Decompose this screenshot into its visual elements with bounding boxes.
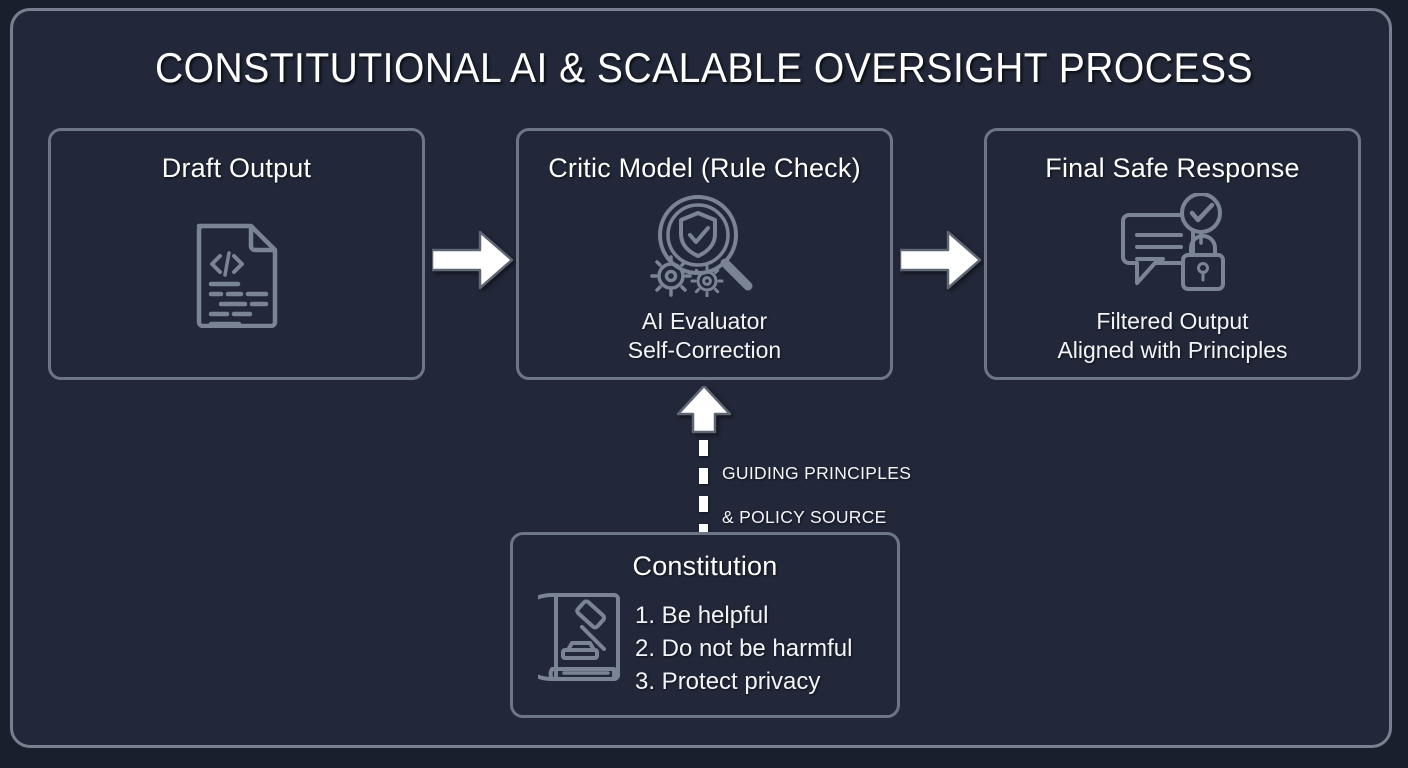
connector-label-guiding-principles: GUIDING PRINCIPLES & POLICY SOURCE [722, 440, 911, 550]
list-item: 2. Do not be harmful [635, 635, 853, 662]
code-document-icon [51, 219, 422, 329]
node-constitution[interactable]: Constitution 1. Be helpful 2. Do not be … [510, 532, 900, 718]
page-title: CONSTITUTIONAL AI & SCALABLE OVERSIGHT P… [155, 44, 1253, 91]
arrow-critic-to-final [900, 230, 982, 290]
node-constitution-title: Constitution [632, 551, 778, 581]
connector-label-line1: GUIDING PRINCIPLES [722, 463, 912, 483]
dash-segment [699, 468, 708, 484]
list-item: 1. Be helpful [635, 602, 769, 629]
chat-check-lock-icon [987, 189, 1358, 301]
node-constitution-rules: 1. Be helpful 2. Do not be harmful 3. Pr… [635, 599, 852, 698]
connector-label-line2: & POLICY SOURCE [722, 507, 887, 527]
node-draft-output[interactable]: Draft Output [48, 128, 425, 380]
node-final-safe-response-title: Final Safe Response [1045, 153, 1300, 183]
law-book-gavel-icon [535, 587, 631, 693]
list-item: 3. Protect privacy [635, 668, 821, 695]
magnifier-shield-gears-icon [519, 189, 890, 301]
node-draft-output-title: Draft Output [161, 153, 312, 183]
node-final-safe-response-subtitle-line2: Aligned with Principles [1057, 337, 1288, 363]
arrow-constitution-to-critic-head [676, 386, 732, 434]
node-final-safe-response-subtitle-line1: Filtered Output [1096, 308, 1249, 334]
node-critic-model-title: Critic Model (Rule Check) [548, 153, 861, 183]
node-critic-model-subtitle-line1: AI Evaluator [641, 308, 768, 334]
node-critic-model-subtitle-line2: Self-Correction [627, 337, 782, 363]
dash-segment [699, 524, 708, 534]
node-final-safe-response-subtitle: Filtered Output Aligned with Principles [987, 307, 1358, 365]
dash-segment [699, 440, 708, 456]
node-final-safe-response[interactable]: Final Safe Response Filtered Output [984, 128, 1361, 380]
dash-segment [699, 496, 708, 512]
node-critic-model[interactable]: Critic Model (Rule Check) [516, 128, 893, 380]
node-critic-model-subtitle: AI Evaluator Self-Correction [519, 307, 890, 365]
arrow-draft-to-critic [432, 230, 514, 290]
